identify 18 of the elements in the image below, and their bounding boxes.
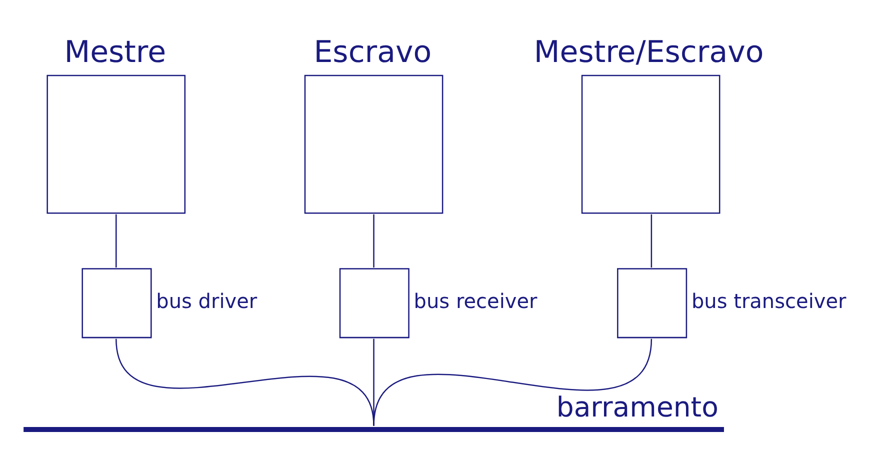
node-label: Mestre/Escravo — [534, 35, 764, 70]
node-label: bus driver — [156, 288, 258, 313]
node-box — [304, 74, 444, 214]
connector — [373, 338, 652, 426]
node-box — [581, 74, 720, 214]
node-label: bus receiver — [414, 288, 538, 313]
node-label: Escravo — [314, 35, 432, 70]
node-box — [339, 268, 410, 338]
connector — [373, 214, 374, 268]
node-label: bus transceiver — [691, 288, 846, 313]
node-box — [46, 74, 186, 214]
node-box — [617, 268, 688, 338]
connector — [116, 214, 117, 268]
node-label: Mestre — [64, 35, 166, 70]
node-box — [82, 268, 152, 338]
node-bar — [24, 427, 724, 432]
connector — [650, 214, 652, 268]
node-label: barramento — [556, 391, 718, 424]
